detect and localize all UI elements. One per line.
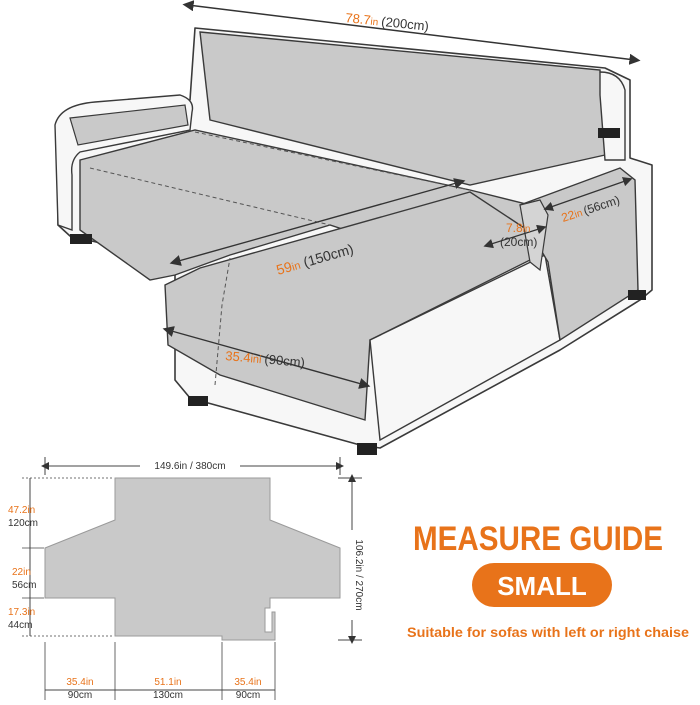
flat-total-width: 149.6in / 380cm: [154, 461, 225, 472]
flat-bottom-mid-in: 51.1in: [154, 677, 181, 688]
size-badge-bg: [472, 563, 612, 607]
flat-total-height: 106.2in / 270cm: [353, 539, 364, 610]
flat-seat-cm: 44cm: [8, 620, 32, 631]
armrest-width-metric: (20cm): [500, 235, 537, 249]
guide-subtitle: Suitable for sofas with left or right ch…: [407, 625, 690, 640]
back-width-label: 78.7in(200cm): [345, 10, 430, 34]
flat-layout-diagram: 149.6in / 380cm 106.2in / 270cm 47.2in 1…: [8, 457, 364, 701]
flat-seat-in: 17.3in: [8, 607, 35, 618]
flat-back-depth-cm: 120cm: [8, 518, 38, 529]
armrest-width-label: 7.8in: [506, 221, 530, 235]
size-badge: SMALL: [497, 571, 587, 601]
flat-bottom-right-in: 35.4in: [234, 677, 261, 688]
flat-bottom-left-in: 35.4in: [66, 677, 93, 688]
flat-bottom-right-cm: 90cm: [236, 690, 260, 700]
flat-bottom-mid-cm: 130cm: [153, 690, 183, 700]
flat-bottom-left-cm: 90cm: [68, 690, 92, 700]
chaise-width-label: 35.4ini(90cm): [225, 348, 306, 370]
flat-cover-shape: [44, 477, 341, 641]
flat-back-depth-in: 47.2in: [8, 505, 35, 516]
sofa-illustration: 78.7in(200cm) 59in(150cm) 35.4ini(90cm) …: [54, 0, 653, 455]
flat-arm-cm: 56cm: [12, 580, 36, 591]
guide-title-block: MEASURE GUIDE SMALL Suitable for sofas w…: [407, 520, 690, 640]
guide-title: MEASURE GUIDE: [413, 520, 663, 558]
flat-arm-in: 22in: [12, 567, 31, 578]
